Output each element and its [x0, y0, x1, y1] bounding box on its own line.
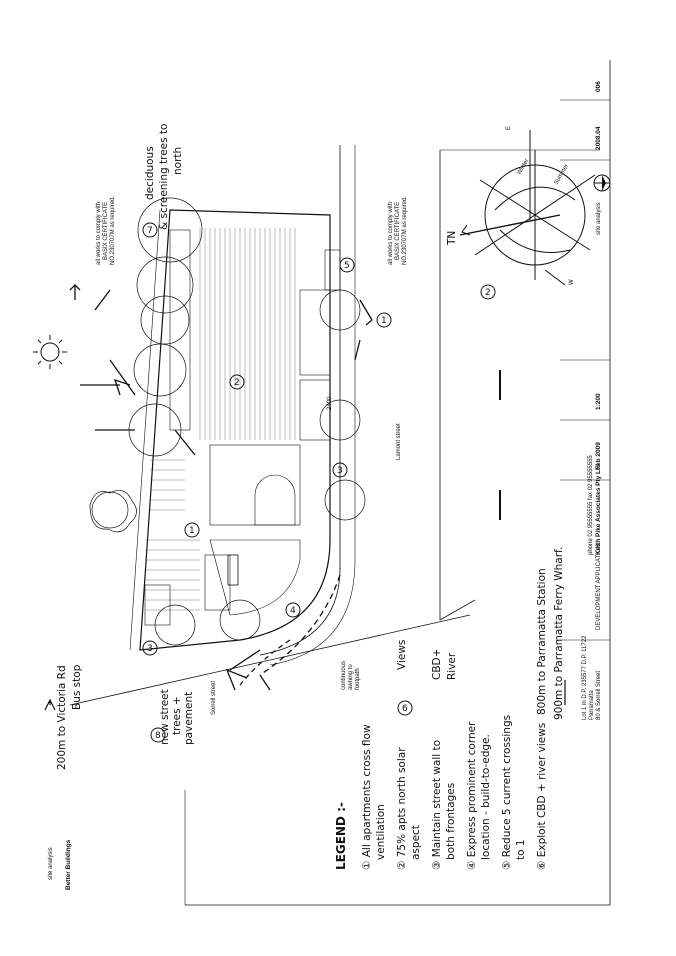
basix-2c: NO.230707M as required.	[402, 196, 408, 265]
basix-1c: NO.230707M as required.	[110, 196, 116, 265]
legend-item-2a: ② 75% apts north solar	[396, 747, 408, 870]
address-line2: Parramatta	[589, 690, 595, 720]
east-label: E	[506, 126, 512, 130]
station-annotation-1: 800m to Parramatta Station	[536, 568, 548, 715]
new-trees-1: new street	[159, 689, 171, 745]
legend-item-4a: ④ Express prominent corner	[466, 721, 478, 870]
marker-8: 8	[150, 727, 166, 743]
level-2400: 2400	[327, 396, 333, 410]
lamont-street: Lamont street	[396, 423, 402, 460]
deciduous-2: & screening trees to	[158, 124, 170, 230]
handwritten-annotations: 200m to Victoria Rd Bus stop 800m to Par…	[44, 124, 575, 770]
basix-2a: all works to comply with	[388, 202, 394, 265]
numbered-markers: 7 2 1 3 4 5 1 3 2 6 8	[142, 222, 496, 743]
drawing-name-left: site analysis	[48, 847, 54, 880]
deciduous-3: north	[172, 147, 184, 175]
legend-item-3a: ③ Maintain street wall to	[431, 740, 443, 870]
bus-annotation-2: Bus stop	[71, 664, 83, 710]
sun-path-diagram	[459, 130, 596, 286]
svg-text:2: 2	[234, 378, 240, 388]
marker-1b: 1	[376, 312, 392, 328]
svg-text:2: 2	[485, 288, 491, 298]
cbd-river-label: CBD+	[431, 649, 443, 680]
svg-text:7: 7	[147, 226, 153, 236]
building-footprint	[139, 209, 341, 651]
views-label: Views	[396, 640, 408, 670]
river-label: River	[446, 652, 458, 680]
street-kerbs	[69, 145, 600, 706]
legend-item-1a: ① All apartments cross flow	[361, 724, 373, 870]
sorrell-street: Sorrell street	[211, 681, 217, 715]
bus-annotation-1: 200m to Victoria Rd	[56, 665, 68, 770]
project-name: Better Buildings	[65, 839, 72, 890]
marker-1a: 1	[184, 522, 200, 538]
title-block: Better Buildings 80 & Sorrell Street Par…	[48, 60, 611, 906]
marker-2a: 2	[229, 374, 245, 390]
sun-icon	[33, 335, 67, 369]
solar-arrows	[69, 284, 373, 691]
firm-contact: phone 02 95555555 fax 02 95555555	[588, 455, 594, 555]
application-type: DEVELOPMENT APPLICATION	[596, 544, 602, 630]
summer-label: Summer	[554, 163, 571, 186]
scale: 1:200	[595, 393, 602, 410]
winter-label: Winter	[517, 158, 531, 176]
svg-text:1: 1	[189, 526, 195, 536]
marker-2b: 2	[480, 284, 496, 300]
svg-text:3: 3	[337, 466, 343, 476]
tn-label: TN	[446, 231, 458, 246]
drawing-name-right: site analysis	[596, 202, 602, 235]
north-point-symbol	[593, 174, 611, 192]
awning-3: footpath	[355, 668, 361, 690]
new-trees-2: trees +	[171, 696, 183, 735]
sheet-number: 006	[595, 81, 602, 92]
svg-text:4: 4	[290, 606, 296, 616]
svg-text:1: 1	[381, 316, 387, 326]
basix-2b: BASIX CERTIFICATE	[395, 202, 401, 260]
legend-item-5a: ⑤ Reduce 5 current crossings	[501, 715, 513, 870]
printed-labels: Sorrell street Lamont street continuous …	[96, 196, 408, 715]
basix-1b: BASIX CERTIFICATE	[103, 202, 109, 260]
awning-1: continuous	[341, 661, 347, 690]
marker-7: 7	[142, 222, 158, 238]
legend-item-5b: to 1	[515, 839, 527, 860]
svg-text:3: 3	[147, 644, 153, 654]
legend-item-6: ⑥ Exploit CBD + river views	[536, 723, 548, 870]
legend-item-4b: location - build-to-edge.	[480, 734, 492, 860]
new-trees-3: pavement	[183, 692, 195, 745]
legend-item-3b: both frontages	[445, 783, 457, 860]
marker-4: 4	[285, 602, 301, 618]
svg-text:6: 6	[402, 704, 408, 714]
awning-2: awning to	[348, 664, 354, 690]
date: Feb 2009	[595, 442, 602, 470]
deciduous-1: deciduous	[144, 146, 156, 200]
marker-5a: 5	[339, 257, 355, 273]
station-annotation-2: 900m to Parramatta Ferry Wharf.	[553, 547, 565, 720]
basix-1a: all works to comply with	[96, 202, 102, 265]
legend-title: LEGEND :-	[334, 802, 348, 870]
svg-text:8: 8	[155, 731, 161, 741]
address-line3: Lot 1 in D.P. 235577 D.P. 11722	[582, 635, 588, 720]
street-trees	[89, 197, 366, 646]
legend: LEGEND :- ① All apartments cross flow ve…	[334, 715, 548, 870]
address-line1: 80 & Sorrell Street	[596, 671, 602, 720]
marker-3a: 3	[142, 640, 158, 656]
west-label: W	[569, 279, 575, 285]
marker-3b: 3	[332, 462, 348, 478]
drawing-ref: 2008.04	[595, 126, 602, 150]
legend-item-1b: ventilation	[375, 804, 387, 860]
marker-6: 6	[397, 700, 413, 716]
legend-item-2b: aspect	[410, 825, 422, 860]
firm-name: Keith Pike Associates Pty Ltd	[595, 464, 602, 555]
svg-text:5: 5	[344, 261, 350, 271]
